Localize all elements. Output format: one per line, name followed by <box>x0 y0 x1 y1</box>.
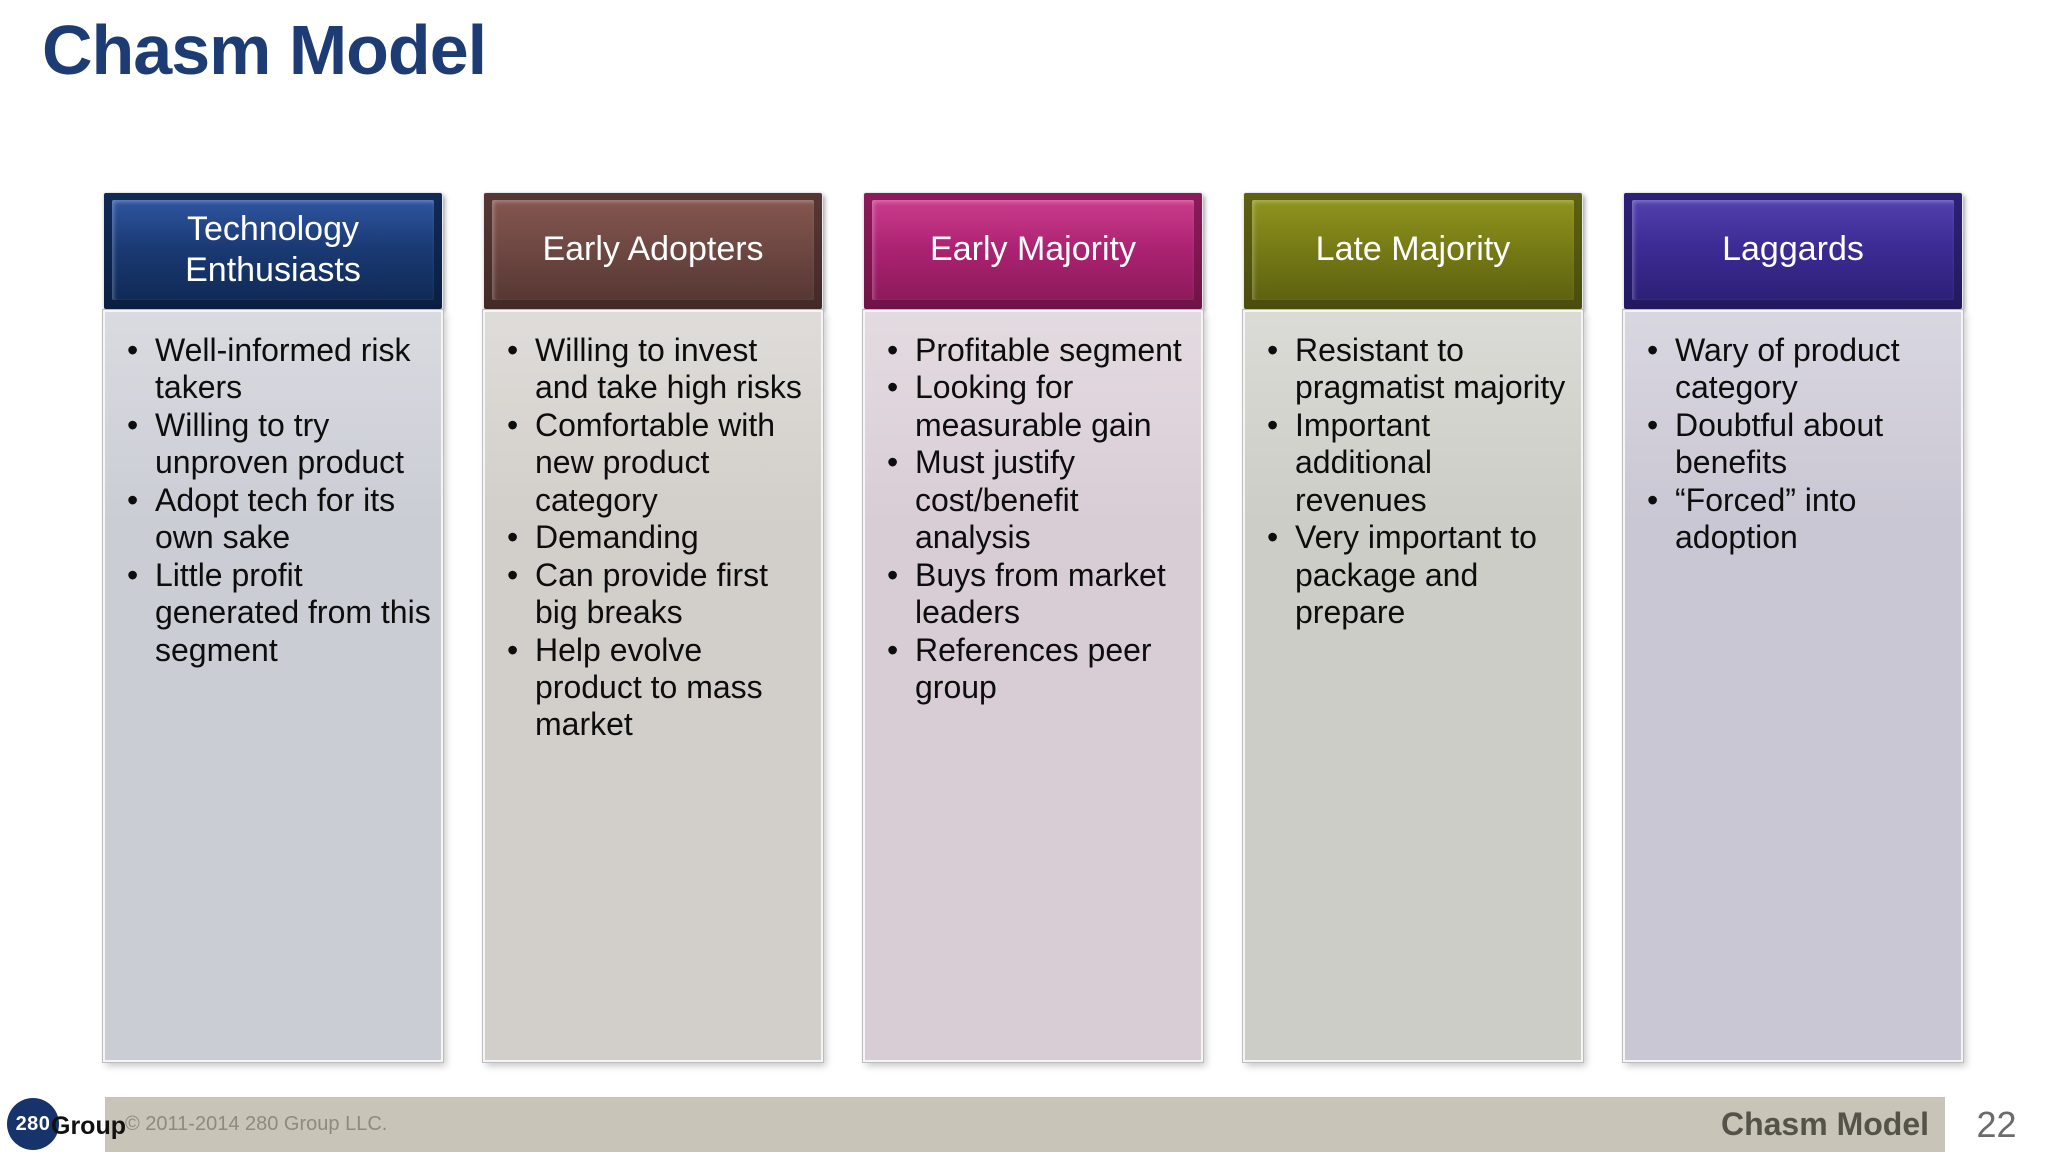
bullet-item: Help evolve product to mass market <box>499 632 811 744</box>
adopter-columns: Technology Enthusiasts Well-informed ris… <box>102 192 1964 1063</box>
column-header-panel: Laggards <box>1632 200 1954 300</box>
copyright-text: © 2011-2014 280 Group LLC. <box>125 1113 388 1135</box>
bullet-item: Can provide first big breaks <box>499 557 811 632</box>
bullet-item: Comfortable with new product category <box>499 407 811 519</box>
adopter-column: Laggards Wary of product categoryDoubtfu… <box>1622 192 1964 1063</box>
bullet-item: Buys from market leaders <box>879 557 1191 632</box>
column-header: Early Majority <box>863 192 1203 310</box>
column-header-panel: Late Majority <box>1252 200 1574 300</box>
bullet-item: References peer group <box>879 632 1191 707</box>
column-body: Profitable segmentLooking for measurable… <box>862 309 1204 1063</box>
column-title: Early Majority <box>930 230 1136 269</box>
bullet-item: “Forced” into adoption <box>1639 482 1951 557</box>
column-header: Laggards <box>1623 192 1963 310</box>
column-title: Technology Enthusiasts <box>185 209 361 289</box>
column-header-panel: Early Adopters <box>492 200 814 300</box>
bullet-item: Very important to package and prepare <box>1259 519 1571 631</box>
column-header-panel: Technology Enthusiasts <box>112 200 434 300</box>
logo-circle-icon: 280 <box>7 1098 59 1150</box>
bullet-item: Resistant to pragmatist majority <box>1259 332 1571 407</box>
bullet-list: Resistant to pragmatist majorityImportan… <box>1259 332 1571 632</box>
column-body: Resistant to pragmatist majorityImportan… <box>1242 309 1584 1063</box>
logo-number: 280 <box>15 1112 51 1135</box>
bullet-item: Wary of product category <box>1639 332 1951 407</box>
bullet-item: Well-informed risk takers <box>119 332 431 407</box>
column-header-panel: Early Majority <box>872 200 1194 300</box>
column-body: Wary of product categoryDoubtful about b… <box>1622 309 1964 1063</box>
bullet-item: Must justify cost/benefit analysis <box>879 444 1191 556</box>
column-header: Technology Enthusiasts <box>103 192 443 310</box>
footer-slide-label: Chasm Model <box>1720 1106 1929 1142</box>
column-body: Well-informed risk takersWilling to try … <box>102 309 444 1063</box>
bullet-item: Doubtful about benefits <box>1639 407 1951 482</box>
page-number: 22 <box>1945 1097 2048 1152</box>
bullet-item: Willing to try unproven product <box>119 407 431 482</box>
bullet-list: Well-informed risk takersWilling to try … <box>119 332 431 669</box>
bullet-item: Profitable segment <box>879 332 1191 370</box>
bullet-item: Important additional revenues <box>1259 407 1571 519</box>
adopter-column: Technology Enthusiasts Well-informed ris… <box>102 192 444 1063</box>
bullet-list: Profitable segmentLooking for measurable… <box>879 332 1191 706</box>
bullet-item: Demanding <box>499 519 811 557</box>
column-title: Early Adopters <box>542 230 764 269</box>
adopter-column: Early Majority Profitable segmentLooking… <box>862 192 1204 1063</box>
column-body: Willing to invest and take high risksCom… <box>482 309 824 1063</box>
bullet-item: Adopt tech for its own sake <box>119 482 431 557</box>
column-title: Late Majority <box>1315 230 1511 269</box>
page-title: Chasm Model <box>42 11 487 89</box>
column-header: Early Adopters <box>483 192 823 310</box>
bullet-list: Willing to invest and take high risksCom… <box>499 332 811 744</box>
company-logo: 280 Group <box>7 1096 126 1152</box>
bullet-list: Wary of product categoryDoubtful about b… <box>1639 332 1951 557</box>
column-title: Laggards <box>1722 230 1864 269</box>
column-header: Late Majority <box>1243 192 1583 310</box>
adopter-column: Early Adopters Willing to invest and tak… <box>482 192 824 1063</box>
bullet-item: Looking for measurable gain <box>879 369 1191 444</box>
bullet-item: Willing to invest and take high risks <box>499 332 811 407</box>
bullet-item: Little profit generated from this segmen… <box>119 557 431 669</box>
logo-word: Group <box>51 1112 126 1140</box>
footer-bar: © 2011-2014 280 Group LLC. Chasm Model <box>105 1097 1945 1152</box>
adopter-column: Late Majority Resistant to pragmatist ma… <box>1242 192 1584 1063</box>
